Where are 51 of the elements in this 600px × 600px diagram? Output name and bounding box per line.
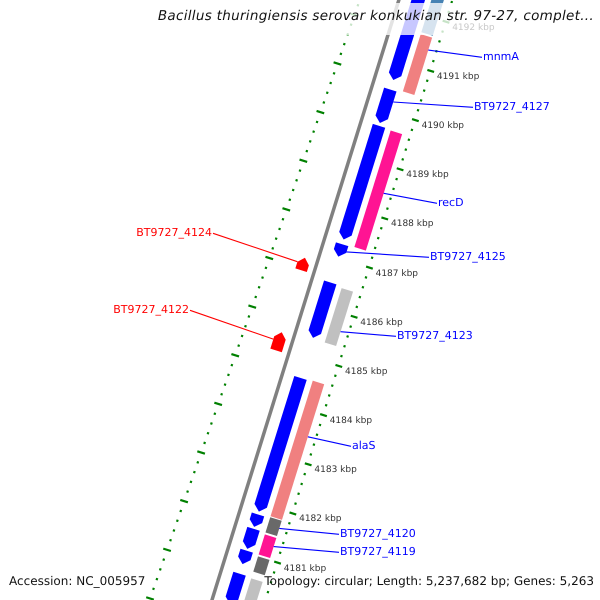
- scale-label: 4184 kbp: [330, 416, 372, 426]
- leader-line: [279, 528, 340, 535]
- gene-segment: [270, 332, 286, 352]
- leader-line: [346, 251, 430, 258]
- map-title: Bacillus thuringiensis serovar konkukian str. 97-27, complet...: [158, 9, 594, 24]
- gene-segment: [242, 578, 263, 600]
- scale-label: 4191 kbp: [436, 72, 480, 82]
- leader-line: [212, 232, 298, 262]
- gene-label: recD: [438, 197, 464, 210]
- gene-segment: [226, 572, 246, 600]
- scale-label: 4185 kbp: [345, 366, 388, 378]
- scale-label: 4183 kbp: [314, 465, 357, 476]
- gene-segment: [295, 258, 309, 272]
- gene-label: alaS: [352, 440, 376, 453]
- gene-segment: [308, 280, 336, 338]
- gene-segment: [324, 288, 354, 346]
- leader-line: [308, 436, 352, 447]
- gene-label: BT9727_4119: [340, 546, 416, 559]
- gene-label: BT9727_4120: [340, 528, 416, 541]
- gene-label: BT9727_4124: [136, 227, 212, 240]
- gene-label: BT9727_4125: [430, 251, 506, 264]
- gene-segment: [402, 34, 432, 95]
- gene-label: BT9727_4127: [474, 101, 550, 114]
- leader-line: [384, 192, 438, 204]
- gene-segment: [253, 556, 270, 576]
- gene-label: BT9727_4123: [397, 330, 473, 343]
- scale-label: 4181 kbp: [284, 564, 326, 574]
- gene-segment: [339, 124, 386, 240]
- scale-label: 4190 kbp: [422, 121, 464, 132]
- gene-segment: [258, 534, 276, 558]
- gene-segment: [376, 88, 397, 123]
- scale-label: 4189 kbp: [406, 170, 449, 181]
- gene-segment: [254, 376, 307, 512]
- leader-line: [274, 546, 340, 553]
- gene-segment: [242, 526, 260, 549]
- genome-info-note: Topology: circular; Length: 5,237,682 bp; Genes: 5,263: [264, 575, 594, 589]
- gene-label: BT9727_4122: [113, 304, 189, 317]
- gene-segment: [265, 517, 282, 536]
- scale-label: 4187 kbp: [376, 268, 418, 279]
- leader-line: [393, 101, 474, 108]
- scale-label: 4182 kbp: [299, 514, 342, 525]
- gene-segment: [250, 512, 264, 527]
- leader-line: [340, 331, 396, 337]
- accession-note: Accession: NC_005957: [9, 575, 146, 589]
- gene-segment: [334, 242, 348, 257]
- gene-segment: [238, 548, 253, 564]
- scale-label: 4188 kbp: [391, 219, 434, 230]
- scale-label: 4186 kbp: [360, 318, 403, 328]
- leader-line: [190, 310, 274, 340]
- leader-line: [428, 50, 482, 58]
- gene-label: mnmA: [483, 51, 519, 64]
